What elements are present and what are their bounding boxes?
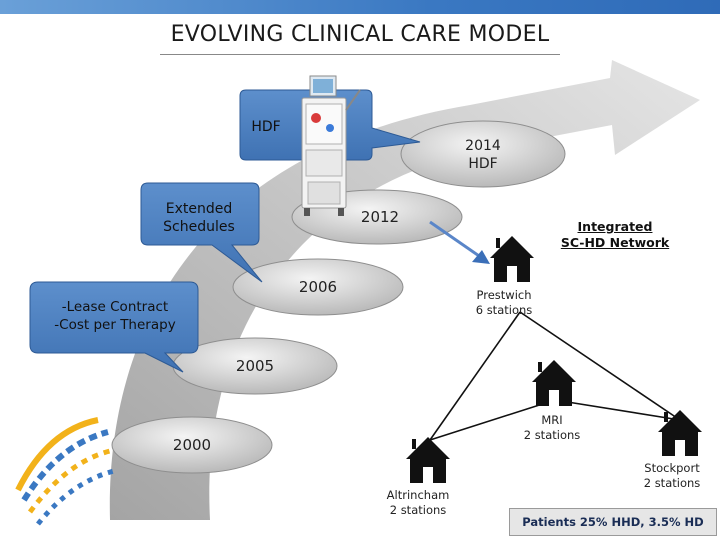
callout-lease-label: -Lease Contract -Cost per Therapy [40,299,190,334]
callout-lease-contract [29,281,199,373]
mri-stations: 2 stations [523,427,581,442]
year-2006-label: 2006 [298,278,338,296]
prestwich-label: Prestwich 6 stations [464,288,544,318]
mri-name: MRI [541,413,563,427]
year-2000-label: 2000 [172,436,212,454]
callout-extended-label: Extended Schedules [143,200,255,236]
network-lines [429,311,681,441]
year-2014-year: 2014 [465,138,501,154]
page-title: EVOLVING CLINICAL CARE MODEL [170,22,550,47]
house-icon [532,360,576,406]
house-icon [658,410,702,456]
network-title: Integrated SC-HD Network [552,219,678,252]
altrincham-stations: 2 stations [389,502,447,517]
prestwich-name: Prestwich [476,288,532,302]
altrincham-name: Altrincham [386,488,450,502]
callout-extended-line2: Schedules [163,219,235,236]
year-2005-label: 2005 [235,357,275,375]
title-underline [160,54,560,55]
callout-extended-schedules [140,182,263,283]
network-arrow [429,220,490,264]
stockport-name: Stockport [644,461,700,475]
callout-hdf-label: HDF [251,119,281,135]
oval-2014 [400,120,566,188]
mri-label: MRI 2 stations [512,413,592,443]
callout-lease-line2: -Cost per Therapy [54,316,176,333]
year-2014-sub: HDF [468,156,498,173]
callout-lease-line1: -Lease Contract [61,299,169,315]
network-title-line1: Integrated [577,219,653,234]
stockport-stations: 2 stations [643,475,701,490]
year-2012-label: 2012 [360,208,400,226]
top-banner [0,0,720,14]
house-icon [406,437,450,483]
prestwich-stations: 6 stations [475,302,533,317]
patients-summary: Patients 25% HHD, 3.5% HD [509,508,717,536]
network-title-line2: SC-HD Network [560,235,670,251]
callout-extended-line1: Extended [165,201,233,217]
year-2014-label: 2014 HDF [450,137,516,173]
logo-icon [15,417,119,526]
dialysis-machine-icon [301,75,361,216]
house-icon [490,236,534,282]
altrincham-label: Altrincham 2 stations [378,488,458,518]
oval-2006 [232,258,404,316]
oval-2000 [111,416,273,474]
stockport-label: Stockport 2 stations [632,461,712,491]
